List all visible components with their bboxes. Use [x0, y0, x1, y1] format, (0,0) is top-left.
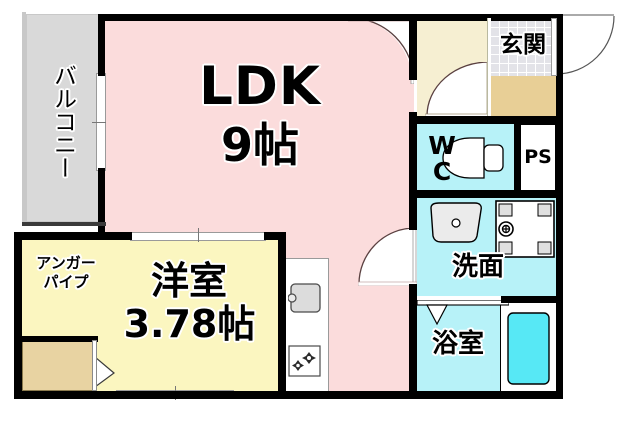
wall-closet-top [18, 336, 98, 342]
wall-wc-bottom [409, 190, 563, 198]
label-ldk: LDK [199, 56, 321, 117]
wall-western-top-left [14, 232, 132, 240]
wall-ldk-bottom [279, 391, 416, 399]
room-entrance-tile [490, 18, 556, 76]
label-hanger-pipe-line1: アンガー [36, 254, 96, 272]
wall-corridor-genkan [487, 18, 491, 118]
label-western-room: 洋室 [150, 259, 227, 303]
door-bathroom-folding [417, 300, 509, 326]
door-washroom [358, 228, 417, 286]
kitchen-sink-fixture [287, 283, 321, 313]
wall-western-top-right [264, 232, 286, 240]
closet-door-frame [92, 340, 97, 391]
label-bathroom: 浴室 [431, 329, 484, 359]
label-wc-c: C [432, 157, 452, 186]
door-front-entrance [556, 14, 618, 76]
wall-western-east [278, 232, 286, 399]
room-entrance-step [490, 76, 556, 118]
wall-wc-ps [514, 118, 521, 193]
label-washroom: 洗面 [451, 252, 504, 282]
closet-fill [22, 340, 94, 391]
label-balcony: バルコニー [49, 64, 76, 179]
wash-basin-fixture [425, 201, 487, 245]
wall-western-left [14, 232, 22, 399]
wall-entrance-top [416, 14, 562, 21]
label-western-room-size: 3.78帖 [123, 302, 256, 346]
door-closet-folding [94, 355, 116, 389]
bathtub-fixture [507, 312, 550, 385]
wall-balcony-left [22, 12, 26, 224]
wall-washroom-bottom [501, 296, 563, 303]
wall-ldk-west-lower [98, 168, 105, 234]
wall-ldk-east-mid [409, 112, 417, 230]
washing-machine-pan [495, 200, 555, 258]
wall-bathroom-bottom [409, 391, 563, 399]
wall-building-east [556, 14, 563, 399]
label-entrance: 玄関 [500, 32, 546, 58]
front-door-frame [551, 18, 557, 76]
label-ldk-size: 9帖 [220, 118, 299, 172]
wall-ldk-top [98, 14, 416, 21]
label-hanger-pipe-line2: パイプ [43, 273, 89, 291]
room-balcony-fill [26, 14, 104, 222]
two-burner-stove-fixture [288, 345, 321, 377]
wall-western-bottom [14, 391, 286, 399]
sliding-door-balcony-mullion [92, 122, 106, 123]
label-wc-w: W [428, 131, 456, 160]
wall-ldk-east-lower [409, 284, 417, 399]
wall-entrance-bottom [409, 116, 563, 124]
wall-ldk-west-upper [98, 14, 105, 76]
wall-balcony-bottom [22, 222, 106, 226]
door-entrance-interior [425, 62, 491, 118]
wall-ldk-east-upper [409, 14, 417, 80]
toilet-fixture [440, 136, 508, 180]
label-pipe-space: PS [524, 146, 552, 168]
sliding-door-ldk-western-mullion [198, 228, 199, 242]
door-ldk-top [348, 18, 414, 84]
